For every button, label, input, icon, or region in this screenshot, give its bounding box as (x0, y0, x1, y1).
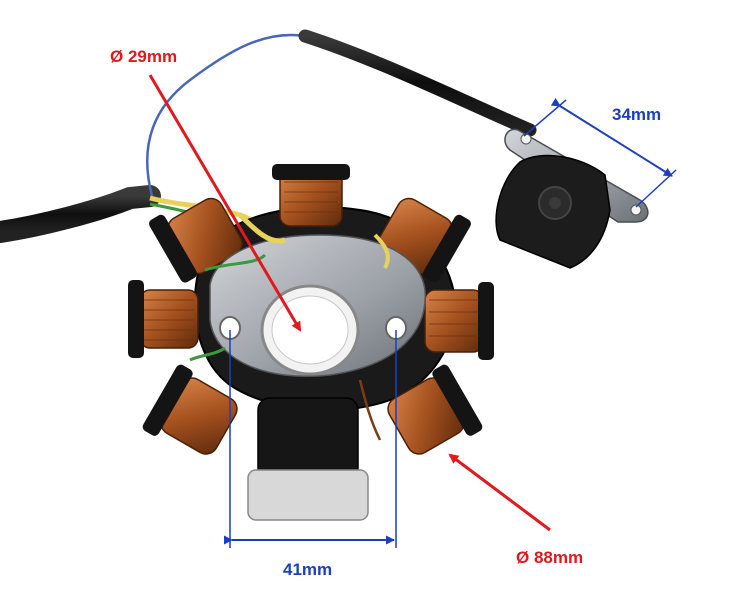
mount-spacing-label: 41mm (283, 560, 332, 579)
pickup-mount-hole-left (520, 133, 532, 145)
stator (128, 164, 494, 521)
annotations: Ø 29mm 34mm 41mm Ø 88mm (110, 47, 677, 579)
pickup-mount-hole-right (630, 204, 642, 216)
pickup-spacing-label: 34mm (612, 105, 661, 124)
bore-diameter-label: Ø 29mm (110, 47, 177, 66)
outer-diameter-label: Ø 88mm (516, 548, 583, 567)
outer-arrow (448, 453, 551, 532)
wire-harness (0, 29, 537, 243)
bore-arrow (148, 74, 302, 332)
pickup-sensor (495, 128, 649, 269)
pickup-dimension-line (550, 97, 673, 177)
